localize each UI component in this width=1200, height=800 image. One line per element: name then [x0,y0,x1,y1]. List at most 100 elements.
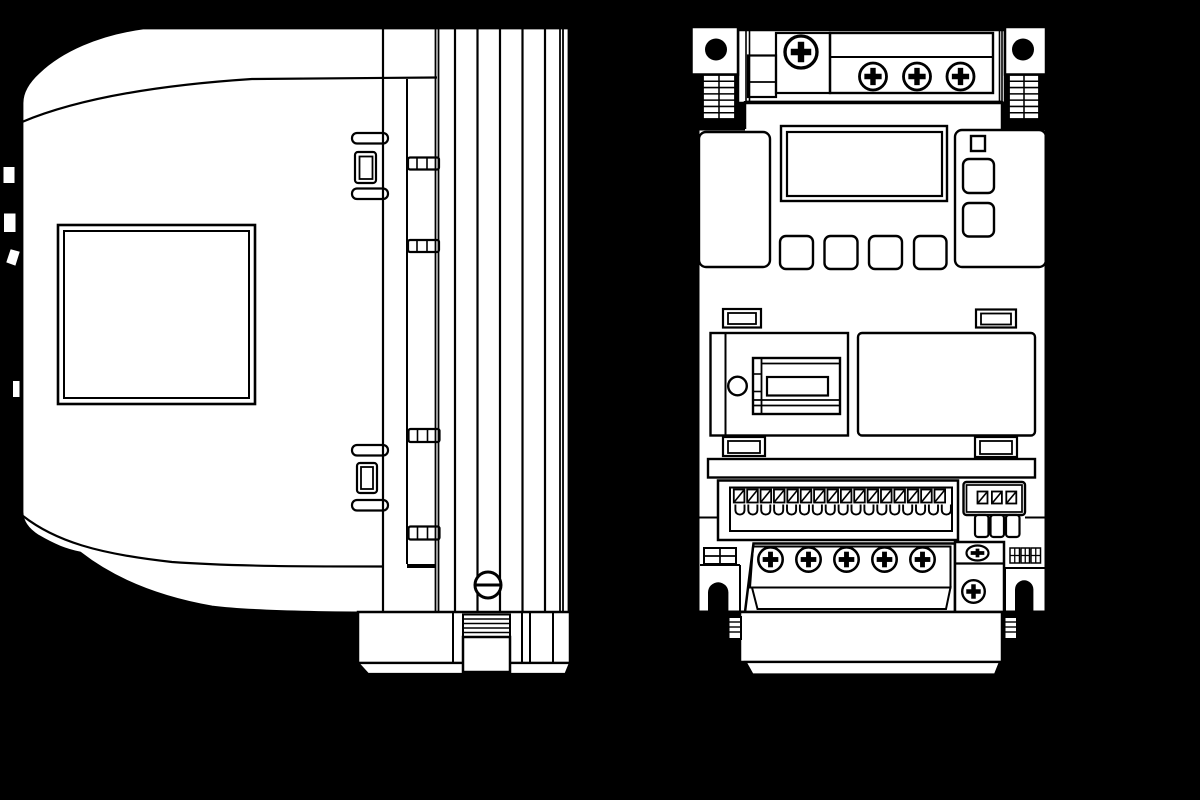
io-terminal-wire-entries-2 [760,504,772,516]
ground-screw-small [965,544,990,562]
port-module-window [765,375,830,397]
front-cover-top-seam [21,76,438,124]
io-terminal-outer [716,479,960,542]
bottom-cover-plate [738,610,1004,664]
lower-band [706,457,1037,479]
comm-connector-clamps-cell-2 [1005,490,1018,505]
io-terminal-screw-clamps-cell-0 [732,488,746,504]
io-terminal-screw-clamps-diag-13 [907,488,919,504]
mounting-tab-4 [11,379,22,399]
mounting-tab-1 [1,165,17,185]
status-led [969,134,987,153]
comm-connector-clamps-cell-1 [991,490,1003,505]
seam-clip-2 [406,238,441,254]
lcd-display-outer [779,124,949,203]
mid-clip-upper-right [974,308,1018,329]
vent-grid-right-1 [1009,547,1021,564]
io-terminal-screw-clamps-cell-4 [786,488,799,504]
io-terminal-screw-clamps-cell-7 [826,488,839,504]
mid-clip-upper-right-inner [980,312,1012,326]
io-terminal-wire-entries-16 [940,504,952,516]
label-window-outer [56,223,257,406]
mounting-tab-3 [3,246,23,269]
io-terminal-screw-clamps-diag-3 [773,488,786,504]
io-terminal-screw-clamps-cell-8 [839,488,853,504]
plate-side-connector-left [727,616,742,640]
label-window-inner [63,230,250,399]
io-terminal-screw-clamps-diag-6 [813,488,826,504]
clip-latch-upper [353,150,378,185]
keypad-button-1 [778,234,815,271]
io-terminal-wire-entries-7 [824,504,836,516]
io-terminal-wire-entries-10 [863,504,875,516]
io-terminal-screw-clamps [732,488,947,504]
vent-grid-right-3 [1030,547,1042,564]
io-terminal-wire-entries-5 [798,504,810,516]
comm-connector-clamps-diag-2 [1005,490,1017,505]
comm-connector-clamps-diag-0 [976,490,989,505]
io-terminal-wire-entries-15 [927,504,939,516]
io-terminal-wire-entries-12 [889,504,901,516]
expansion-port-panel [709,331,850,437]
din-clip-spring [462,613,511,638]
io-terminal-wire-entries-9 [850,504,862,516]
io-terminal-screw-clamps-cell-2 [759,488,773,504]
keypad-button-3 [867,234,904,271]
io-terminal-screw-clamps-diag-0 [733,488,746,504]
comm-pin-2 [989,513,1006,539]
io-terminal-screw-clamps-cell-3 [773,488,786,504]
io-terminal-screw-clamps-diag-7 [826,488,839,504]
stop-button [961,201,996,238]
mounting-hole-right [1012,38,1034,61]
front-cover-bottom-seam [22,515,385,568]
input-terminal-box [828,31,995,95]
seam-clip-3 [407,427,441,444]
io-terminal-screw-clamps-cell-9 [853,488,866,504]
power-terminal-screw-1 [757,546,784,573]
input-terminal-screw-2 [902,61,932,92]
io-terminal-wire-entries-13 [902,504,914,516]
mid-clip-lower-left-inner [727,440,761,454]
mid-clip-lower-right [973,435,1019,459]
io-terminal-screw-clamps-diag-11 [880,488,893,504]
io-terminal-wire-entries-11 [876,504,888,516]
cover-screw [783,34,819,70]
mounting-tab-2 [2,211,18,234]
clip-latch-lower [355,461,379,495]
front-view [690,25,1048,676]
input-terminal-screw-1 [858,61,888,92]
io-terminal-wire-entries-6 [811,504,823,516]
io-terminal-screw-clamps-cell-11 [880,488,893,504]
comm-connector-clamps [976,490,1018,505]
plate-side-connector-right [1003,616,1018,640]
clip-tab-top [350,131,390,145]
clip-latch-upper-inner [358,155,374,180]
comm-connector-clamps-cell-0 [976,490,989,505]
io-terminal-screw-clamps-cell-5 [799,488,813,504]
din-clip-opening-right [1015,580,1034,612]
clip-tab-lower-top [350,443,390,457]
comm-connector-clamps-diag-1 [991,490,1003,505]
power-terminal-skirt [750,586,952,610]
io-terminal-screw-clamps-cell-6 [813,488,826,504]
io-terminal-wire-entries-8 [837,504,849,516]
mid-clip-upper-left-inner [727,312,757,325]
din-clip-opening-left [708,582,729,612]
clip-tab-lower-bottom [350,498,390,512]
comm-pin-3 [1004,513,1021,539]
keypad-button-2 [823,234,859,271]
io-terminal-wire-entries-3 [773,504,785,516]
io-terminal-screw-clamps-cell-13 [906,488,920,504]
seam-clip-4 [407,525,441,541]
keypad-right-panel [953,128,1048,269]
run-button [961,157,996,195]
mid-right-panel [856,331,1037,437]
vent-ribs-left [702,74,736,120]
io-terminal-screw-clamps-diag-1 [746,488,759,504]
comm-pin-1 [973,513,990,539]
mid-clip-lower-right-inner [979,440,1013,455]
bottom-cover-strip [743,660,1002,676]
power-terminal-screw-2 [795,546,822,573]
